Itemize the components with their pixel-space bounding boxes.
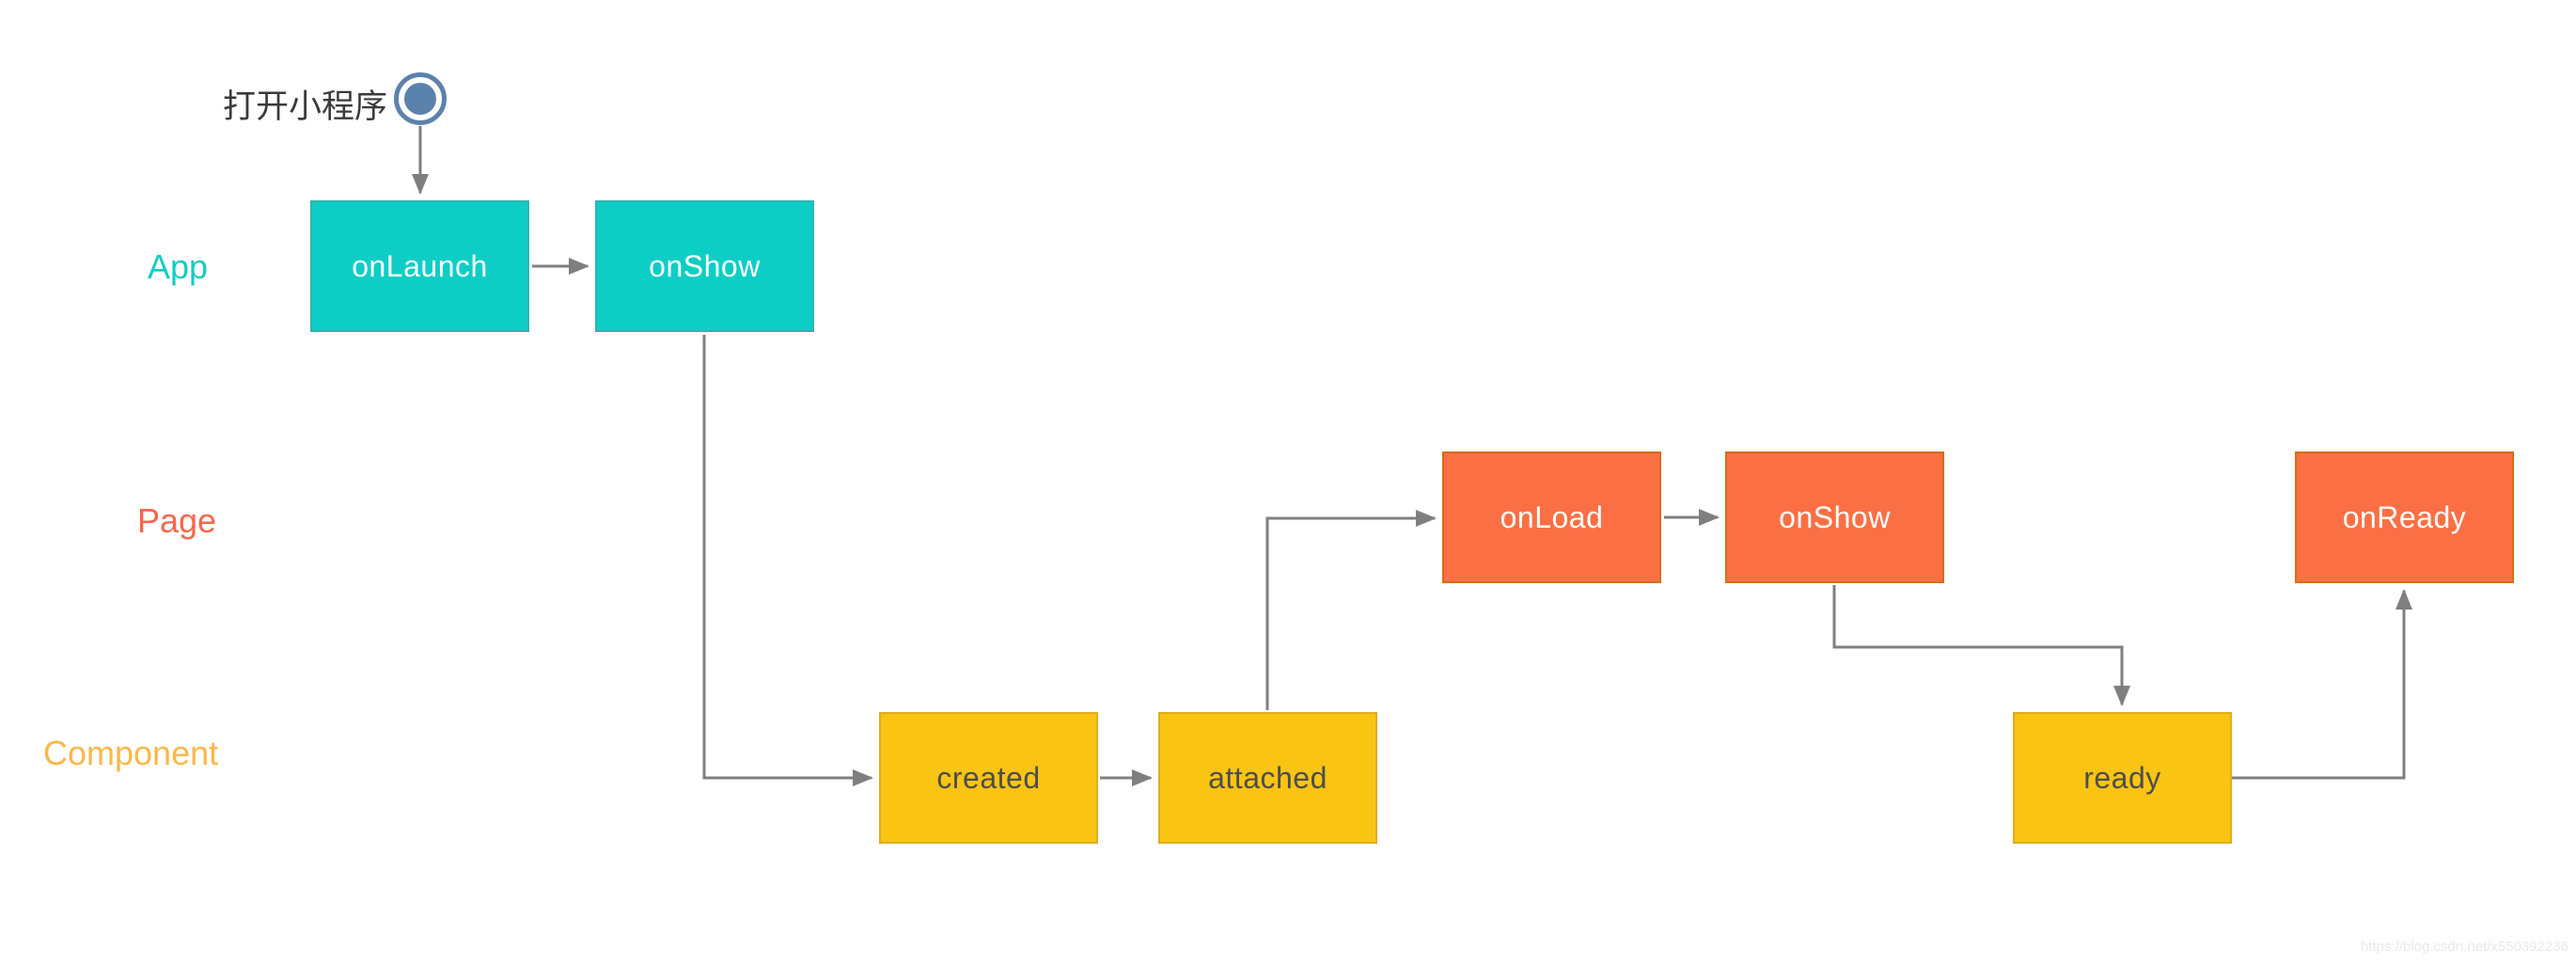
node-page-onload: onLoad	[1442, 451, 1661, 583]
edge-attached-to-onload	[1265, 510, 1437, 710]
node-component-ready: ready	[2013, 712, 2232, 844]
node-app-onshow: onShow	[595, 200, 814, 332]
node-app-onlaunch: onLaunch	[310, 200, 529, 332]
row-label-component: Component	[43, 734, 219, 772]
node-page-onready: onReady	[2295, 451, 2514, 583]
edge-page-onshow-to-ready	[1832, 585, 2130, 706]
node-component-attached: attached	[1158, 712, 1377, 844]
start-circle-inner-dot	[404, 83, 436, 115]
watermark-url: https://blog.csdn.net/x550392236	[2360, 939, 2568, 955]
edge-ready-to-onready	[2232, 589, 2412, 780]
start-circle-icon	[394, 72, 447, 125]
node-component-created: created	[879, 712, 1098, 844]
row-label-app: App	[148, 247, 209, 286]
start-label: 打开小程序	[222, 88, 387, 125]
node-page-onshow: onShow	[1725, 451, 1944, 583]
edge-app-onshow-to-created	[702, 335, 873, 786]
row-label-page: Page	[137, 501, 217, 540]
